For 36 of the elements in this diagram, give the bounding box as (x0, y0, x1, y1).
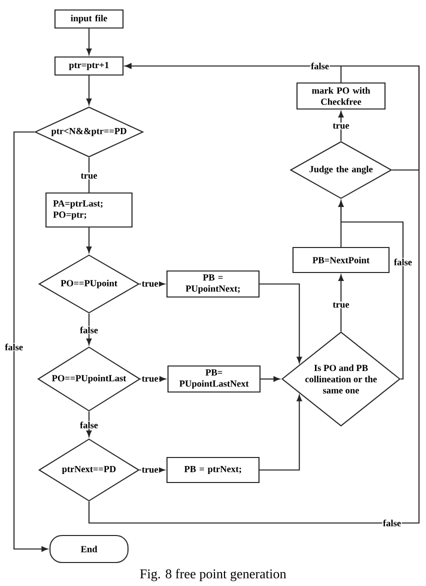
edge-label: true (141, 466, 159, 474)
process-box: mark PO with Checkfree (296, 82, 386, 110)
arrow (260, 283, 302, 364)
process-box: PB = PUpointNext; (166, 270, 260, 298)
process-box: PB=NextPoint (292, 246, 390, 274)
arrow (338, 274, 344, 332)
arrow (88, 63, 420, 524)
edge-label: true (332, 302, 350, 308)
arrow (86, 28, 92, 55)
arrow (140, 376, 166, 382)
edge-label: true (141, 376, 159, 382)
arrow (260, 376, 280, 382)
edge-label: false (79, 421, 99, 429)
arrow (86, 76, 92, 105)
edge-label: false (393, 258, 413, 266)
edge-label: false (4, 343, 24, 351)
process-box: input file (54, 9, 124, 29)
edge-label: false (310, 62, 330, 70)
edge-label: false (79, 326, 99, 334)
process-box: PB = ptrNext; (166, 456, 260, 484)
edge-label: true (141, 280, 159, 288)
process-box: ptr=ptr+1 (54, 56, 124, 76)
terminal-box: End (49, 534, 129, 564)
edge-label: false (382, 519, 402, 527)
arrow (86, 228, 92, 253)
arrow (338, 111, 344, 141)
arrow (13, 131, 48, 552)
caption: Fig. 8 free point generation (140, 568, 286, 582)
process-box: PB= PUpointLastNext (167, 365, 261, 393)
arrow (338, 200, 404, 380)
arrow (86, 412, 92, 437)
edge-label: true (80, 172, 98, 180)
arrow (86, 314, 92, 345)
process-box: PA=ptrLast; PO=ptr; (45, 192, 133, 228)
arrow (260, 394, 302, 471)
edge-label: true (332, 122, 350, 130)
